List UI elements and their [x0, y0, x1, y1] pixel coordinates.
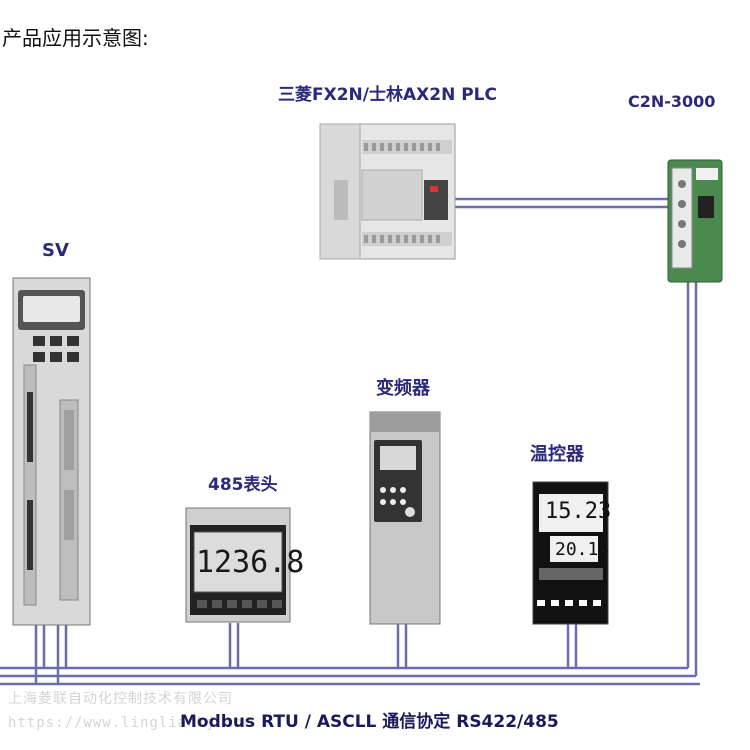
page-title: 产品应用示意图:: [2, 26, 149, 50]
bus-lines: [0, 197, 700, 686]
c2n-label: C2N-3000: [628, 92, 716, 111]
vfd-device: [369, 411, 441, 625]
watermark-url: https://www.lingliankj.com: [8, 715, 254, 731]
meter-label: 485表头: [208, 475, 278, 495]
temp-pv-value: 15.23: [545, 499, 612, 524]
plc-label: 三菱FX2N/士林AX2N PLC: [278, 85, 497, 105]
sv-drive: [12, 277, 91, 626]
watermark-company: 上海菱联自动化控制技术有限公司: [8, 691, 233, 707]
vfd-label: 变频器: [376, 378, 430, 399]
plc-device: [319, 123, 456, 260]
sv-label: SV: [42, 240, 69, 261]
c2n-module: [667, 159, 723, 283]
temp-sv-value: 20.18: [555, 539, 610, 560]
meter-display-value: 1236.8: [196, 545, 305, 580]
485-meter: [185, 507, 291, 623]
temp-controller: [532, 481, 609, 625]
bus-protocol-label: Modbus RTU / ASCLL 通信协定 RS422/485: [180, 712, 559, 732]
temp-controller-label: 温控器: [530, 444, 584, 465]
